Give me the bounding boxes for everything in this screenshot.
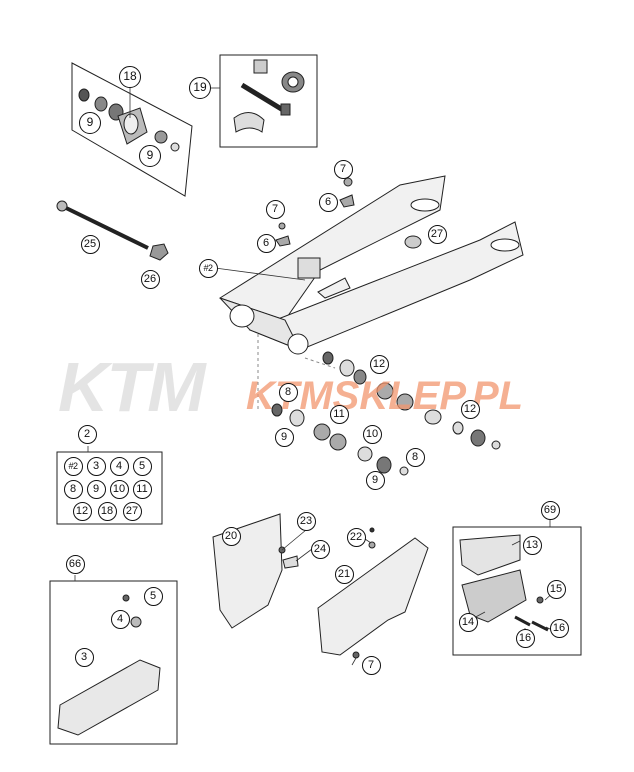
callout-12[interactable]: 12 bbox=[460, 399, 480, 419]
callout-9[interactable]: 9 bbox=[139, 145, 161, 167]
chain-guide-parts bbox=[459, 534, 549, 632]
callout-25[interactable]: 25 bbox=[80, 234, 100, 254]
callout-18[interactable]: 18 bbox=[119, 66, 141, 88]
set-2-item-4[interactable]: 4 bbox=[109, 456, 129, 476]
callout-16[interactable]: 16 bbox=[549, 618, 569, 638]
callout-7[interactable]: 7 bbox=[361, 655, 381, 675]
callout-9[interactable]: 9 bbox=[79, 112, 101, 134]
callout-9[interactable]: 9 bbox=[365, 470, 385, 490]
callout-16[interactable]: 16 bbox=[515, 628, 535, 648]
callout-11[interactable]: 11 bbox=[329, 404, 349, 424]
bearing-stack-lower bbox=[271, 403, 409, 476]
swingarm-axle bbox=[56, 200, 169, 261]
callout-8[interactable]: 8 bbox=[405, 447, 425, 467]
callout-24[interactable]: 24 bbox=[310, 539, 330, 559]
set-2-item-12[interactable]: 12 bbox=[72, 501, 92, 521]
callout-2[interactable]: 2 bbox=[77, 424, 97, 444]
callout-8[interactable]: 8 bbox=[278, 382, 298, 402]
callout-14[interactable]: 14 bbox=[458, 612, 478, 632]
callout-5[interactable]: 5 bbox=[143, 586, 163, 606]
callout-22[interactable]: 22 bbox=[346, 527, 366, 547]
bearing-kit-18-parts bbox=[78, 88, 180, 152]
callout-69[interactable]: 69 bbox=[540, 500, 560, 520]
callout-27[interactable]: 27 bbox=[427, 224, 447, 244]
callout-4[interactable]: 4 bbox=[110, 609, 130, 629]
callout-21[interactable]: 21 bbox=[334, 564, 354, 584]
callout-12[interactable]: 12 bbox=[369, 354, 389, 374]
callout-66[interactable]: 66 bbox=[65, 554, 85, 574]
callout-9[interactable]: 9 bbox=[274, 427, 294, 447]
callout-6[interactable]: 6 bbox=[256, 233, 276, 253]
callout-7[interactable]: 7 bbox=[333, 159, 353, 179]
set-2-item-9[interactable]: 9 bbox=[86, 479, 106, 499]
callout-26[interactable]: 26 bbox=[140, 269, 160, 289]
set-2-item-11[interactable]: 11 bbox=[132, 479, 152, 499]
callout-20[interactable]: 20 bbox=[221, 526, 241, 546]
callout-23[interactable]: 23 bbox=[296, 511, 316, 531]
swingarm-body bbox=[218, 175, 524, 410]
set-2-item-10[interactable]: 10 bbox=[109, 479, 129, 499]
callout-3[interactable]: 3 bbox=[74, 647, 94, 667]
callout-7[interactable]: 7 bbox=[265, 199, 285, 219]
chain-guard-parts bbox=[212, 513, 429, 659]
set-2-item-3[interactable]: 3 bbox=[86, 456, 106, 476]
set-2-item-18[interactable]: 18 bbox=[97, 501, 117, 521]
set-2-item-8[interactable]: 8 bbox=[63, 479, 83, 499]
bearing-stack-upper bbox=[322, 351, 501, 450]
callout-19[interactable]: 19 bbox=[189, 77, 211, 99]
bolt-kit-19-parts bbox=[233, 59, 305, 133]
callout-6[interactable]: 6 bbox=[318, 192, 338, 212]
clamp-hardware bbox=[275, 177, 355, 247]
set-2-item-#2[interactable]: #2 bbox=[63, 456, 83, 476]
set-2-item-27[interactable]: 27 bbox=[122, 501, 142, 521]
chain-slider bbox=[57, 594, 161, 736]
callout-#2[interactable]: #2 bbox=[198, 258, 218, 278]
set-2-item-5[interactable]: 5 bbox=[132, 456, 152, 476]
callout-10[interactable]: 10 bbox=[362, 424, 382, 444]
callout-15[interactable]: 15 bbox=[546, 579, 566, 599]
callout-13[interactable]: 13 bbox=[522, 535, 542, 555]
